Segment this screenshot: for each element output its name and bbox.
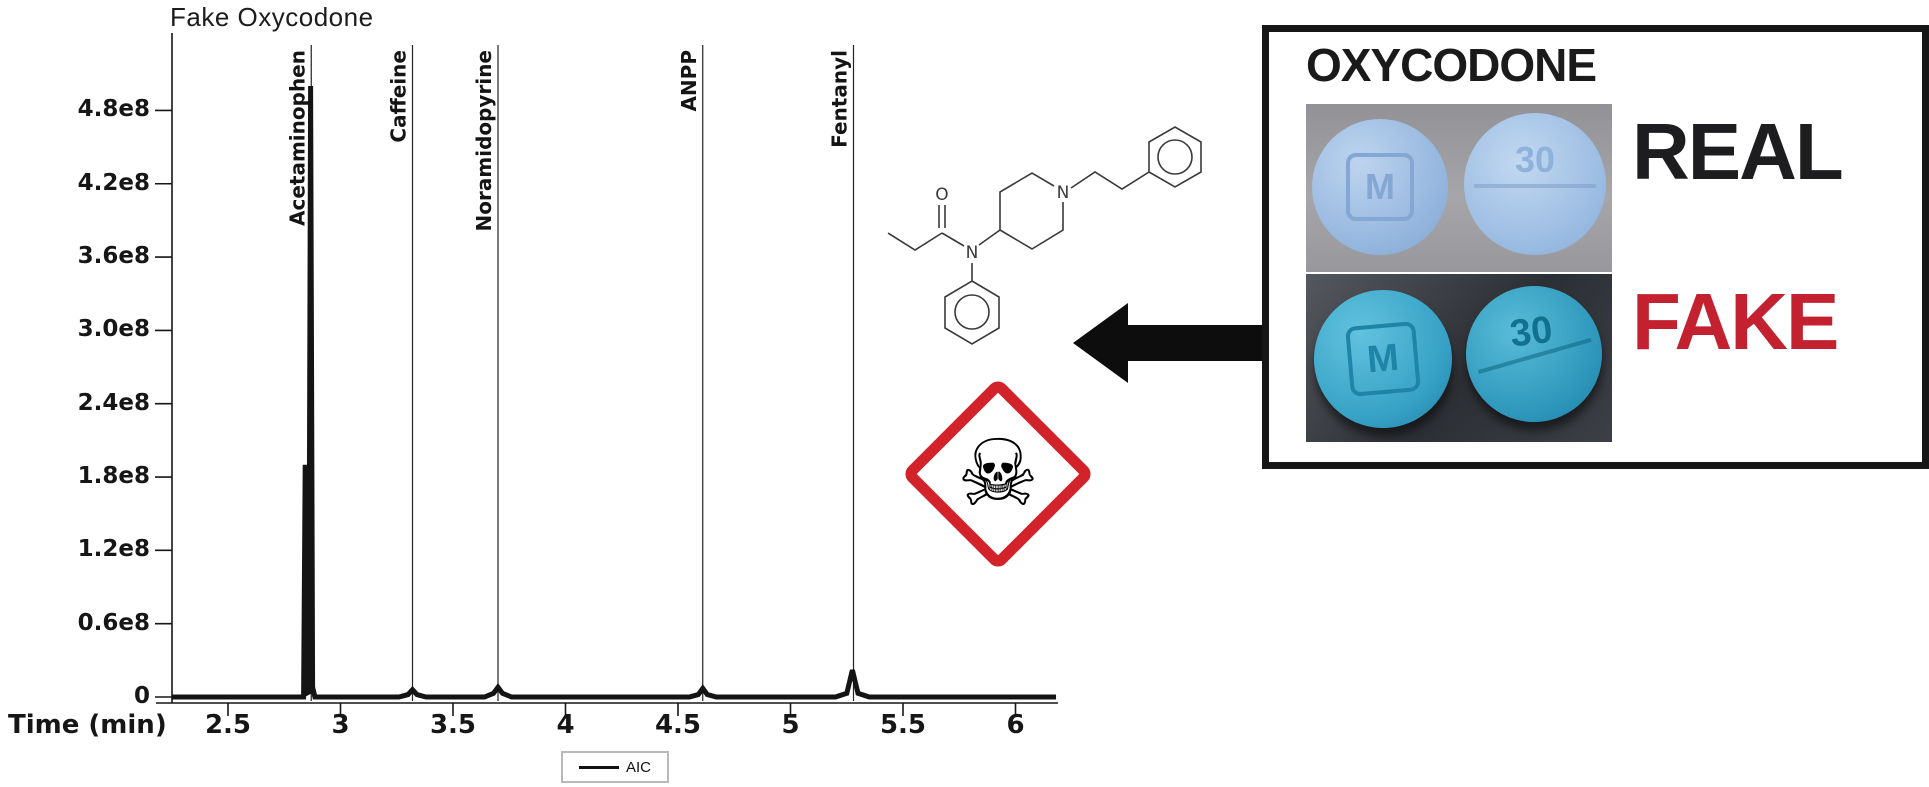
benzene-ring [1148,126,1202,188]
y-tick-label: 3.0e8 [77,316,150,343]
phenyl-aromatic-circle [954,294,990,330]
x-tick-label: 5.5 [879,710,927,740]
pill-score-line [1473,184,1597,188]
x-tick-label: 5 [781,710,800,740]
piperidine-nitrogen-label: N [1057,183,1070,203]
x-tick-label: 3.5 [429,710,477,740]
real-pill-30: 30 [1464,113,1606,255]
legend-series-label: AIC [625,758,651,776]
left-arrow-icon [1073,303,1262,383]
y-tick-label: 1.2e8 [77,536,150,563]
fake-pill-m: M [1308,284,1458,434]
real-pills-photo: M 30 [1306,104,1612,272]
x-tick-label: 4 [556,710,575,740]
amide-bond [941,232,965,247]
fake-label: FAKE [1632,277,1839,366]
peak-compound-label: Acetaminophen [285,50,309,226]
x-tick-label: 3 [331,710,350,740]
legend: AIC [561,751,669,783]
arrow-shape [1073,303,1262,383]
y-tick-label: 4.8e8 [77,96,150,123]
piperidine-ring-right [999,202,1064,250]
y-tick-label: 4.2e8 [77,169,150,196]
oxygen-atom-label: O [935,185,948,205]
y-tick-label: 0 [133,683,150,709]
y-tick-label: 0.6e8 [77,609,150,636]
x-tick-label: 4.5 [654,710,702,740]
real-pill-m: M [1312,119,1448,255]
fake-pills-photo: M 30 [1306,274,1612,442]
y-tick-label: 2.4e8 [77,389,150,416]
phenethyl-chain [1070,171,1150,190]
skull-crossbones-icon: ☠ [957,420,1039,527]
y-tick-label: 3.6e8 [77,243,150,270]
propionyl-chain [887,232,943,251]
phenyl-ring [944,280,1000,345]
chromatogram-plot: Acetaminophen Caffeine Noramidopyrine ANPP F… [155,33,1058,716]
x-tick-label: 6 [1006,710,1025,740]
ghs-toxic-pictogram: ☠ [905,381,1091,567]
chart-title: Fake Oxycodone [170,2,374,32]
x-tick-label: 2.5 [204,710,252,740]
carbonyl-double-bond [938,205,946,228]
benzene-aromatic-circle [1157,139,1193,175]
piperidine-ring-left [999,172,1055,230]
pill-imprint-m: M [1346,153,1414,221]
legend-line-sample [578,765,619,769]
pill-imprint-m: M [1345,321,1421,397]
peak-compound-label: Noramidopyrine [472,50,496,231]
peak-compound-label: ANPP [677,50,701,112]
amide-nitrogen-label: N [966,243,979,263]
pill-imprint-30: 30 [1514,139,1556,180]
x-axis-title: Time (min) [8,710,167,740]
panel-heading: OXYCODONE [1306,39,1597,91]
fake-pill-30: 30 [1458,278,1610,430]
peak-compound-label: Caffeine [387,50,411,143]
y-tick-label: 1.8e8 [77,463,150,490]
chromatogram-trace [171,85,1056,700]
peak-compound-label: Fentanyl [828,50,852,148]
n-piperidine-bond [978,229,1001,246]
hazard-diamond [905,381,1091,567]
fentanyl-structure: O N N [887,126,1202,345]
real-label: REAL [1632,107,1844,196]
